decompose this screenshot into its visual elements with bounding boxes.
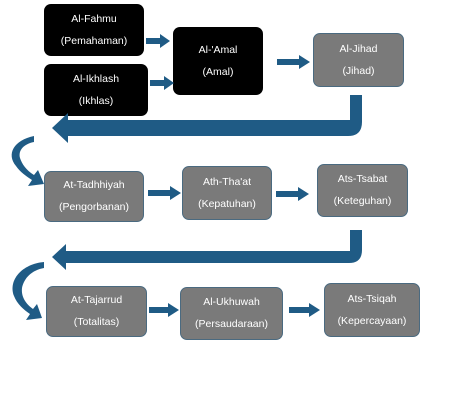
box-subtitle: (Jihad) bbox=[342, 64, 375, 77]
box-at-tajarrud: At-Tajarrud (Totalitas) bbox=[46, 286, 147, 337]
box-subtitle: (Amal) bbox=[202, 65, 234, 78]
curved-connector-icon bbox=[11, 136, 44, 186]
box-title: Al-Ikhlash bbox=[72, 72, 120, 85]
box-al-ukhuwah: Al-Ukhuwah (Persaudaraan) bbox=[180, 287, 283, 340]
box-title: Al-Ukhuwah bbox=[203, 296, 260, 308]
box-title: Ath-Tha'at bbox=[202, 175, 252, 188]
right-arrow-icon bbox=[276, 187, 309, 201]
box-subtitle: (Kepercayaan) bbox=[337, 314, 407, 327]
right-arrow-icon bbox=[277, 55, 310, 69]
return-arrow-icon bbox=[52, 230, 362, 270]
box-title: Al-Fahmu bbox=[71, 12, 117, 25]
right-arrow-icon bbox=[148, 186, 181, 200]
box-subtitle: (Kepatuhan) bbox=[198, 197, 256, 210]
box-al-amal: Al-'Amal (Amal) bbox=[173, 27, 263, 95]
box-subtitle: (Totalitas) bbox=[73, 316, 120, 328]
box-al-jihad: Al-Jihad (Jihad) bbox=[313, 33, 404, 87]
right-arrow-icon bbox=[289, 303, 320, 317]
box-subtitle: (Pemahaman) bbox=[60, 34, 128, 47]
box-ats-tsiqah: Ats-Tsiqah (Kepercayaan) bbox=[324, 283, 420, 337]
box-title: At-Tadhhiyah bbox=[63, 179, 125, 191]
box-title: Al-Jihad bbox=[339, 42, 378, 55]
box-title: At-Tajarrud bbox=[70, 294, 123, 306]
curved-connector-icon bbox=[12, 262, 44, 320]
box-al-fahmu: Al-Fahmu (Pemahaman) bbox=[44, 4, 144, 56]
box-subtitle: (Ikhlas) bbox=[78, 94, 114, 107]
box-at-tadhhiyah: At-Tadhhiyah (Pengorbanan) bbox=[44, 171, 144, 222]
right-arrow-icon bbox=[146, 34, 170, 48]
right-arrow-icon bbox=[149, 303, 179, 317]
box-al-ikhlash: Al-Ikhlash (Ikhlas) bbox=[44, 64, 148, 116]
box-title: Ats-Tsabat bbox=[337, 173, 388, 185]
right-arrow-icon bbox=[150, 76, 174, 90]
box-subtitle: (Pengorbanan) bbox=[58, 201, 130, 213]
box-subtitle: (Keteguhan) bbox=[333, 195, 392, 207]
box-subtitle: (Persaudaraan) bbox=[195, 318, 268, 330]
box-ath-thaat: Ath-Tha'at (Kepatuhan) bbox=[182, 166, 272, 220]
box-ats-tsabat: Ats-Tsabat (Keteguhan) bbox=[317, 164, 408, 217]
box-title: Ats-Tsiqah bbox=[347, 292, 397, 305]
box-title: Al-'Amal bbox=[198, 43, 238, 56]
